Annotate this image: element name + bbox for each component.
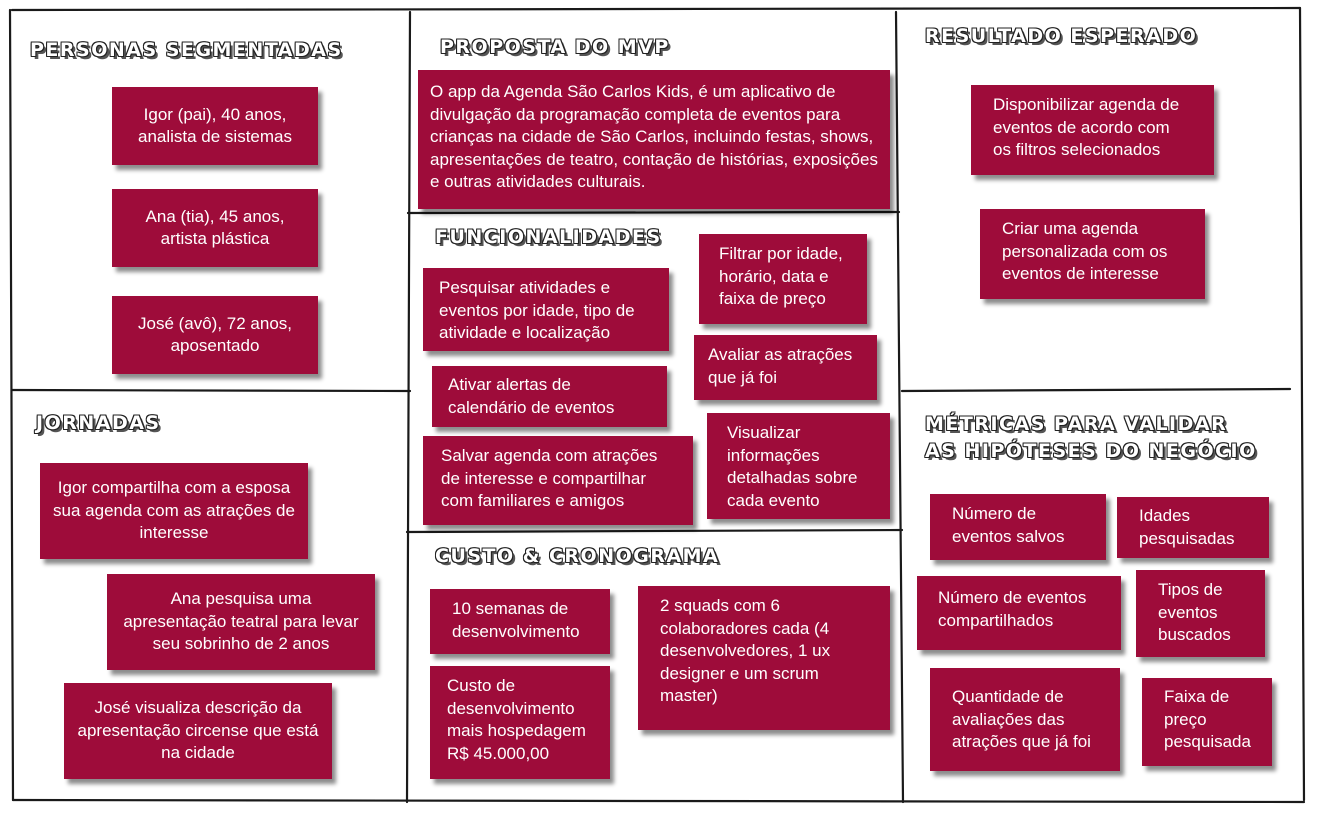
persona-note-jose: José (avô), 72 anos, aposentado (112, 296, 318, 374)
custo-note-custo: Custo de desenvolvimento mais hospedagem… (430, 666, 610, 779)
metrica-note-salvos: Número de eventos salvos (930, 494, 1106, 560)
funcionalidade-note-avaliar: Avaliar as atrações que já foi (694, 335, 877, 400)
proposta-note: O app da Agenda São Carlos Kids, é um ap… (418, 70, 890, 209)
jornada-note-igor: Igor compartilha com a esposa sua agenda… (40, 463, 308, 559)
funcionalidade-note-visualizar: Visualizar informações detalhadas sobre … (707, 413, 890, 519)
metricas-title-line2: as hipóteses do negócio (925, 440, 1257, 462)
metricas-title-line1: Métricas para validar (925, 413, 1228, 435)
persona-note-ana: Ana (tia), 45 anos, artista plástica (112, 189, 318, 267)
metrica-note-compartilhados: Número de eventos compartilhados (917, 576, 1121, 650)
funcionalidade-note-filtrar: Filtrar por idade, horário, data e faixa… (699, 234, 867, 324)
funcionalidade-note-salvar: Salvar agenda com atrações de interesse … (423, 436, 693, 525)
jornada-note-jose: José visualiza descrição da apresentação… (64, 683, 332, 779)
metrica-note-tipos: Tipos de eventos buscados (1136, 570, 1265, 657)
custo-note-squads: 2 squads com 6 colaboradores cada (4 des… (638, 586, 890, 730)
custo-note-semanas: 10 semanas de desenvolvimento (430, 589, 610, 654)
custo-title: Custo & Cronograma (435, 545, 720, 567)
personas-title: Personas Segmentadas (30, 39, 343, 61)
resultado-note-criar: Criar uma agenda personalizada com os ev… (980, 209, 1205, 299)
resultado-note-disponibilizar: Disponibilizar agenda de eventos de acor… (971, 85, 1214, 175)
funcionalidade-note-pesquisar: Pesquisar atividades e eventos por idade… (423, 268, 669, 351)
jornadas-title: Jornadas (36, 412, 161, 434)
metrica-note-idades: Idades pesquisadas (1117, 497, 1269, 558)
metrica-note-avaliacoes: Quantidade de avaliações das atrações qu… (930, 668, 1120, 771)
jornada-note-ana: Ana pesquisa uma apresentação teatral pa… (107, 574, 375, 670)
funcionalidades-title: Funcionalidades (435, 226, 662, 248)
persona-note-igor: Igor (pai), 40 anos, analista de sistema… (112, 87, 318, 165)
funcionalidade-note-alertas: Ativar alertas de calendário de eventos (432, 366, 667, 427)
metrica-note-faixa: Faixa de preço pesquisada (1142, 678, 1272, 766)
proposta-title: Proposta do MVP (440, 36, 670, 58)
resultado-title: Resultado Esperado (925, 25, 1198, 47)
